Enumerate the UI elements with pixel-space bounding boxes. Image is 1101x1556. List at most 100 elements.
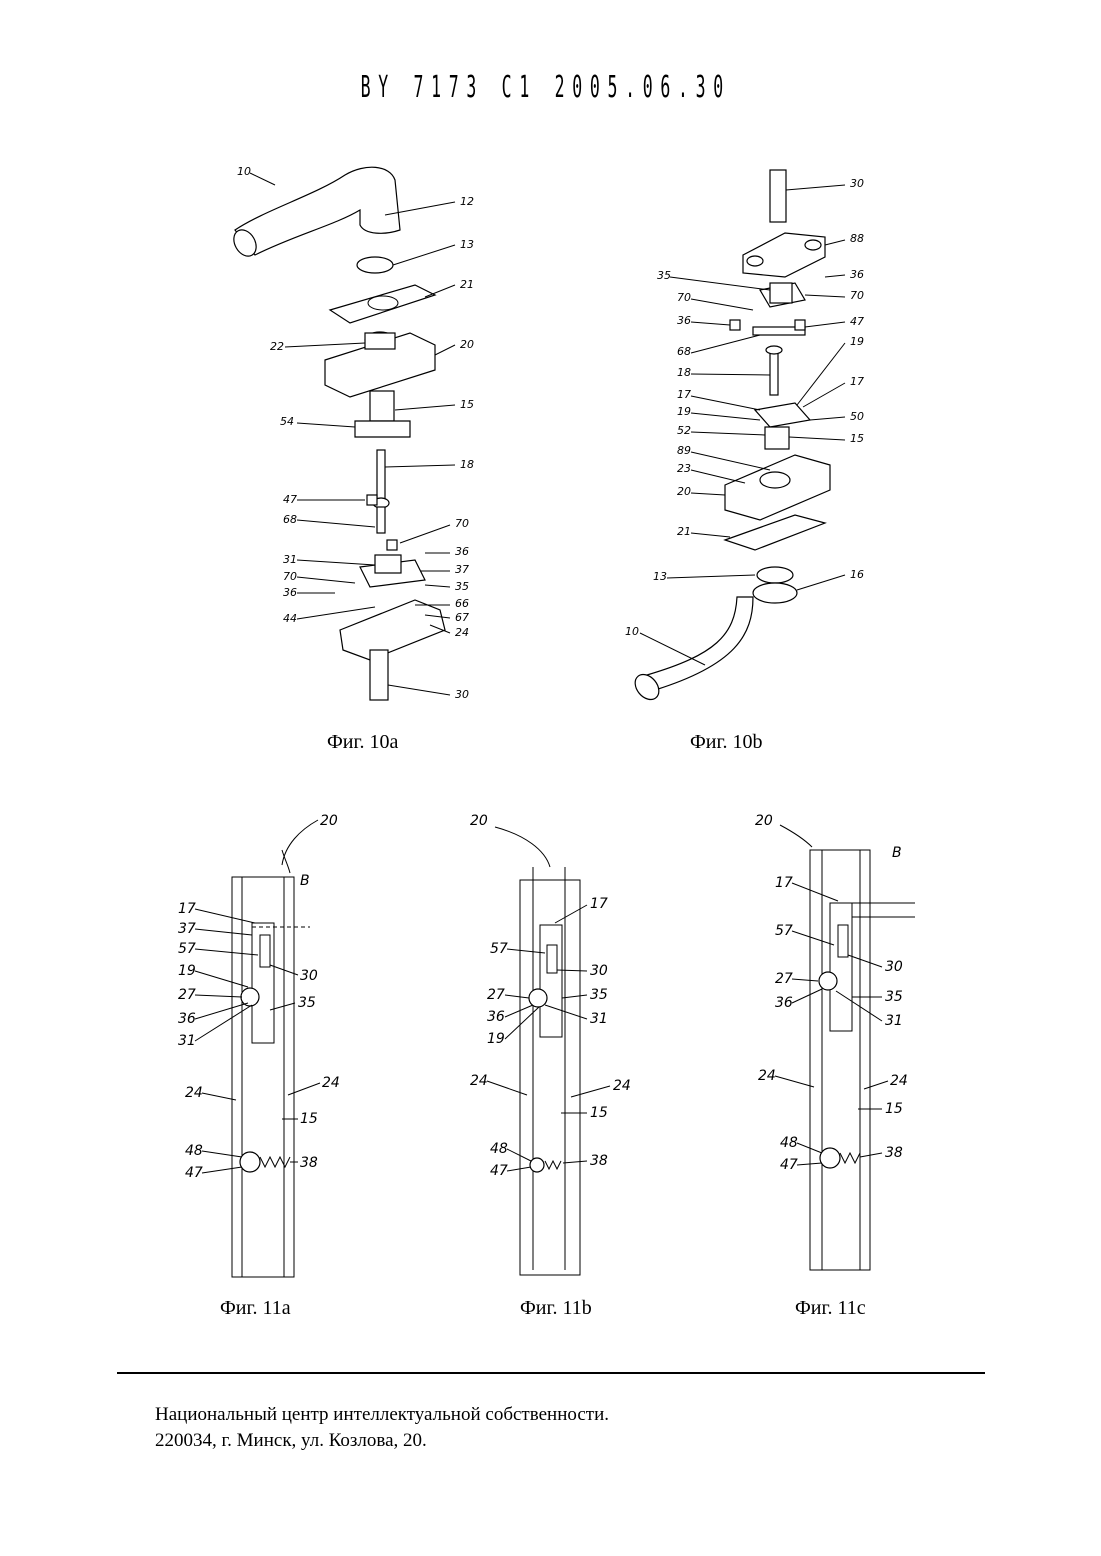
label-38: 38 (885, 1145, 903, 1161)
label-17: 17 (178, 901, 196, 917)
label-57: 57 (178, 941, 196, 957)
label-18: 18 (677, 366, 691, 379)
label-23: 23 (677, 462, 691, 475)
footer: Национальный центр интеллектуальной собс… (155, 1402, 609, 1454)
label-36: 36 (487, 1009, 505, 1025)
label-37: 37 (455, 563, 469, 576)
label-b: B (300, 873, 310, 889)
label-70: 70 (677, 291, 691, 304)
label-24: 24 (185, 1085, 203, 1101)
label-22: 22 (270, 340, 284, 353)
label-37: 37 (178, 921, 196, 937)
document-header: BY 7173 C1 2005.06.30 (243, 70, 849, 105)
label-35: 35 (885, 989, 903, 1005)
caption-fig-11c: Фиг. 11c (795, 1297, 866, 1320)
label-47: 47 (850, 315, 864, 328)
label-20: 20 (470, 813, 488, 829)
label-24: 24 (455, 626, 469, 639)
figure-11c-drawing: 20 B 17 57 30 27 36 35 31 24 24 15 48 47… (750, 805, 940, 1275)
caption-fig-10b: Фиг. 10b (690, 731, 762, 754)
label-52: 52 (677, 424, 691, 437)
label-15: 15 (885, 1101, 903, 1117)
label-18: 18 (460, 458, 474, 471)
figure-11a-drawing: 20 B 17 37 57 19 30 27 36 35 31 24 24 15… (170, 805, 360, 1285)
label-38: 38 (590, 1153, 608, 1169)
label-24: 24 (470, 1073, 488, 1089)
label-89: 89 (677, 444, 691, 457)
caption-fig-10a: Фиг. 10a (327, 731, 398, 754)
label-b: B (892, 845, 902, 861)
label-31: 31 (283, 553, 297, 566)
label-31: 31 (178, 1033, 196, 1049)
label-30: 30 (300, 968, 318, 984)
label-31: 31 (885, 1013, 903, 1029)
label-36: 36 (850, 268, 864, 281)
label-36: 36 (775, 995, 793, 1011)
label-10: 10 (237, 165, 251, 178)
label-27: 27 (178, 987, 196, 1003)
label-24: 24 (758, 1068, 776, 1084)
label-70: 70 (455, 517, 469, 530)
label-15: 15 (850, 432, 864, 445)
label-24-b: 24 (890, 1073, 908, 1089)
label-17: 17 (775, 875, 793, 891)
label-67: 67 (455, 611, 469, 624)
caption-fig-11a: Фиг. 11a (220, 1297, 291, 1320)
label-24-b: 24 (322, 1075, 340, 1091)
label-17: 17 (590, 896, 608, 912)
label-13: 13 (460, 238, 474, 251)
label-30: 30 (885, 959, 903, 975)
label-36-b: 36 (283, 586, 297, 599)
label-13: 13 (653, 570, 667, 583)
label-47: 47 (283, 493, 297, 506)
label-30: 30 (850, 177, 864, 190)
figure-10a-drawing: 10 12 13 21 22 20 54 15 18 47 68 70 31 3… (225, 155, 485, 715)
label-17: 17 (677, 388, 691, 401)
label-20: 20 (320, 813, 338, 829)
label-57: 57 (490, 941, 508, 957)
label-50: 50 (850, 410, 864, 423)
label-88: 88 (850, 232, 864, 245)
label-30: 30 (455, 688, 469, 701)
label-48: 48 (490, 1141, 508, 1157)
label-70-b: 70 (850, 289, 864, 302)
label-47: 47 (780, 1157, 798, 1173)
figure-10b-drawing: 30 88 35 36 70 70 36 47 68 18 19 17 17 1… (625, 165, 885, 710)
footer-line-1: Национальный центр интеллектуальной собс… (155, 1402, 609, 1428)
label-48: 48 (780, 1135, 798, 1151)
label-27: 27 (487, 987, 505, 1003)
label-54: 54 (280, 415, 294, 428)
label-10: 10 (625, 625, 639, 638)
label-35: 35 (455, 580, 469, 593)
label-35: 35 (657, 269, 671, 282)
label-47: 47 (490, 1163, 508, 1179)
label-19: 19 (850, 335, 864, 348)
label-36-b: 36 (677, 314, 691, 327)
label-19: 19 (487, 1031, 505, 1047)
label-47: 47 (185, 1165, 203, 1181)
label-15: 15 (300, 1111, 318, 1127)
label-20: 20 (755, 813, 773, 829)
label-31: 31 (590, 1011, 608, 1027)
label-19: 19 (178, 963, 196, 979)
label-68: 68 (677, 345, 691, 358)
caption-fig-11b: Фиг. 11b (520, 1297, 592, 1320)
label-36: 36 (178, 1011, 196, 1027)
figure-11b-drawing: 20 17 57 30 27 35 36 31 19 24 24 15 48 4… (465, 805, 640, 1285)
label-44: 44 (283, 612, 297, 625)
label-57: 57 (775, 923, 793, 939)
label-20: 20 (677, 485, 691, 498)
footer-divider (117, 1372, 985, 1374)
label-35: 35 (298, 995, 316, 1011)
label-38: 38 (300, 1155, 318, 1171)
label-15: 15 (590, 1105, 608, 1121)
label-21: 21 (677, 525, 691, 538)
label-15: 15 (460, 398, 474, 411)
label-68: 68 (283, 513, 297, 526)
label-70-b: 70 (283, 570, 297, 583)
label-12: 12 (460, 195, 474, 208)
label-19-b: 19 (677, 405, 691, 418)
label-17-b: 17 (850, 375, 864, 388)
label-36: 36 (455, 545, 469, 558)
label-27: 27 (775, 971, 793, 987)
